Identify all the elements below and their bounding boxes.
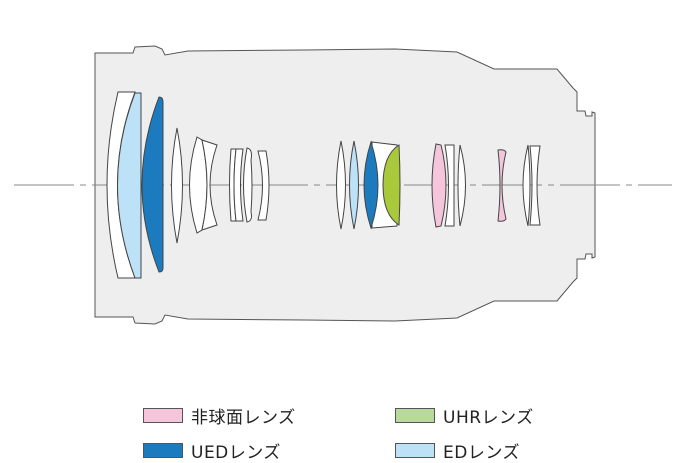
lens-element-4 [201,139,218,231]
legend-swatch-aspherical [143,407,183,423]
legend-item-ued: UEDレンズ [143,441,281,463]
legend-item-aspherical: 非球面レンズ [143,406,296,428]
lens-element-12 [457,144,466,227]
ed-lens-element-1 [117,92,142,279]
legend-swatch-ed [395,442,435,458]
legend-label-ed: EDレンズ [443,442,520,463]
aspherical-lens-element-2 [497,149,507,222]
lens-element-8 [257,150,270,221]
legend-label-uhr: UHRレンズ [443,407,534,428]
legend-item-uhr: UHRレンズ [395,406,534,428]
ed-lens-element-2 [349,140,359,230]
legend-swatch-uhr [395,407,435,423]
lens-element-7 [243,147,253,223]
ued-lens-element-2 [363,140,379,230]
lens-element-6 [233,148,244,222]
legend-label-aspherical: 非球面レンズ [191,407,296,428]
lens-element-9 [336,140,346,230]
lens-element-13 [522,144,531,227]
legend-label-ued: UEDレンズ [191,442,281,463]
ued-lens-element-1 [141,96,164,273]
legend-item-ed: EDレンズ [395,441,520,463]
lens-element-14 [529,145,541,226]
legend-swatch-ued [143,442,183,458]
lens-element-2 [171,127,183,244]
aspherical-lens-element-1 [431,143,447,228]
lens-element-11 [444,144,455,227]
uhr-lens-element [382,144,401,226]
